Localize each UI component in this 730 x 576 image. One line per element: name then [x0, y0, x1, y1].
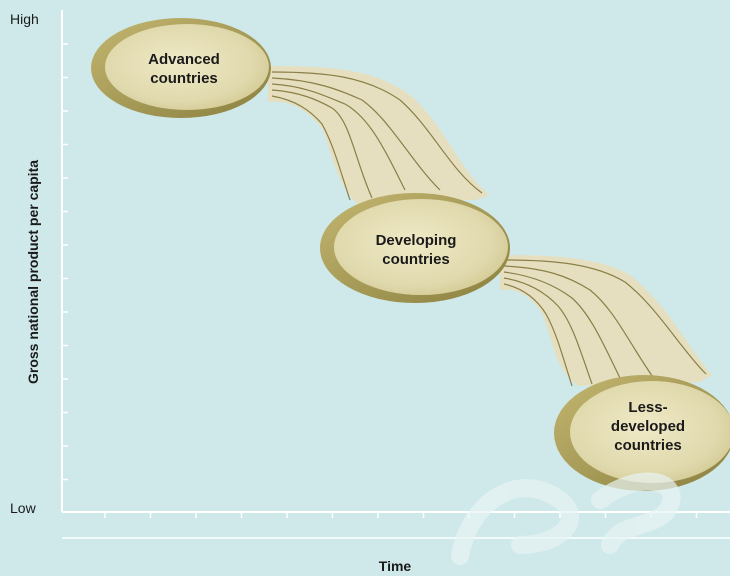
flow-developing-to-less-developed [500, 255, 712, 387]
node-label-line3: countries [614, 437, 682, 454]
y-low-label: Low [10, 500, 37, 516]
watermark [451, 472, 681, 565]
y-axis [61, 10, 68, 512]
node-less-developed-countries: Less- developed countries [554, 375, 730, 491]
node-advanced-countries: Advanced countries [91, 18, 271, 118]
y-axis-title: Gross national product per capita [25, 160, 41, 384]
node-label-line1: Developing [376, 232, 457, 249]
y-high-label: High [10, 11, 39, 27]
node-label-line2: countries [150, 70, 218, 87]
flow-advanced-to-developing [268, 66, 490, 210]
x-axis-title: Time [379, 558, 412, 574]
node-label-line2: countries [382, 251, 450, 268]
node-developing-countries: Developing countries [320, 193, 510, 303]
node-label-line1: Advanced [148, 51, 220, 68]
node-label-line1: Less- [628, 399, 667, 416]
node-label-line2: developed [611, 418, 685, 435]
